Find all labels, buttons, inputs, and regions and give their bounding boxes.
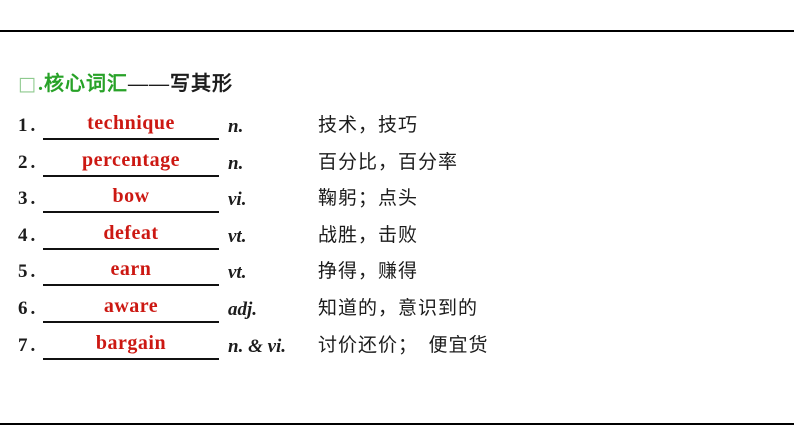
chinese-meaning: 知道的，意识到的: [318, 297, 479, 319]
vocab-row: 1. technique n. 技术，技巧: [18, 110, 778, 147]
vocab-word: technique: [87, 112, 175, 134]
section-header: □.核心词汇——写其形: [18, 72, 233, 96]
chinese-meaning: 百分比，百分率: [318, 151, 459, 173]
vocab-word: bargain: [95, 331, 167, 354]
item-number: 4.: [18, 224, 39, 246]
part-of-speech: n.: [228, 152, 244, 174]
vocab-list: 1. technique n. 技术，技巧 2. percentage n. 百…: [18, 110, 778, 366]
item-number: 5.: [18, 261, 39, 283]
item-number: 7.: [18, 334, 39, 356]
vocab-word: bow: [112, 185, 150, 208]
vocab-row: 6. aware adj. 知道的，意识到的: [18, 293, 778, 330]
item-number: 6.: [18, 297, 39, 319]
part-of-speech: vi.: [228, 189, 247, 211]
chinese-meaning: 挣得，赚得: [318, 261, 419, 283]
answer-blank: defeat: [43, 220, 219, 250]
item-number: 3.: [18, 188, 39, 210]
section-title-green: .核心词汇: [37, 73, 128, 95]
answer-blank: aware: [43, 293, 219, 323]
part-of-speech: vt.: [228, 225, 247, 247]
chinese-meaning: 鞠躬；点头: [318, 188, 419, 210]
vocab-row: 3. bow vi. 鞠躬；点头: [18, 183, 778, 220]
vocab-row: 5. earn vt. 挣得，赚得: [18, 256, 778, 293]
answer-blank: technique: [43, 110, 219, 140]
section-title-black: ——写其形: [127, 73, 233, 95]
vocab-word: defeat: [103, 221, 159, 244]
part-of-speech: vt.: [228, 262, 247, 284]
answer-blank: earn: [43, 256, 219, 287]
top-rule: [0, 30, 794, 32]
answer-blank: bargain: [43, 330, 219, 360]
vocab-row: 4. defeat vt. 战胜，击败: [18, 220, 778, 257]
vocab-row: 2. percentage n. 百分比，百分率: [18, 147, 778, 184]
section-marker-box-icon: □: [18, 73, 36, 95]
vocab-row: 7. bargain n. & vi. 讨价还价； 便宜货: [18, 330, 778, 367]
answer-blank: bow: [43, 183, 219, 214]
vocab-word: earn: [110, 258, 152, 281]
vocab-word: aware: [103, 294, 159, 317]
part-of-speech: adj.: [228, 298, 258, 320]
part-of-speech: n. & vi.: [228, 335, 287, 357]
vocab-word: percentage: [82, 148, 180, 171]
answer-blank: percentage: [43, 147, 219, 177]
chinese-meaning: 技术，技巧: [318, 115, 419, 136]
item-number: 1.: [18, 115, 39, 136]
part-of-speech: n.: [228, 116, 244, 137]
chinese-meaning: 战胜，击败: [318, 224, 419, 246]
bottom-rule: [0, 423, 794, 425]
item-number: 2.: [18, 151, 39, 173]
chinese-meaning: 讨价还价； 便宜货: [318, 334, 489, 356]
